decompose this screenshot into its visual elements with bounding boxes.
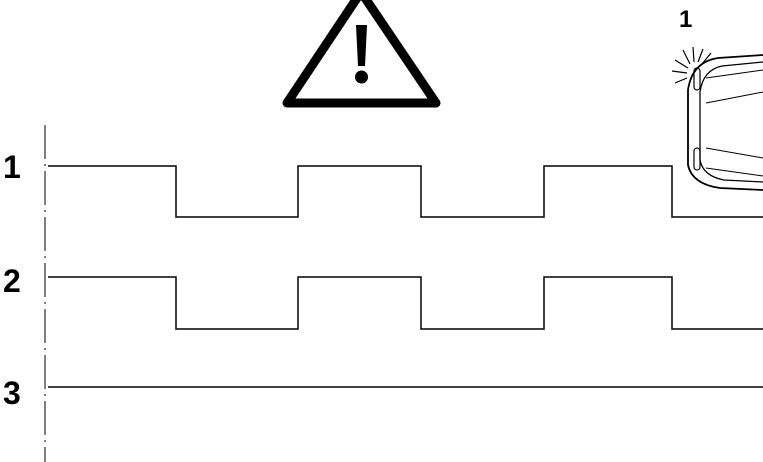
row-label-1: 1 [3,149,21,185]
car-callout-number: 1 [679,6,692,33]
warning-triangle-icon [287,0,436,103]
row-label-2: 2 [3,263,21,299]
row-label-3: 3 [3,375,21,411]
car-top-view-icon [672,47,763,190]
signal-1-square-wave [48,166,763,217]
signal-2-square-wave [48,277,763,329]
